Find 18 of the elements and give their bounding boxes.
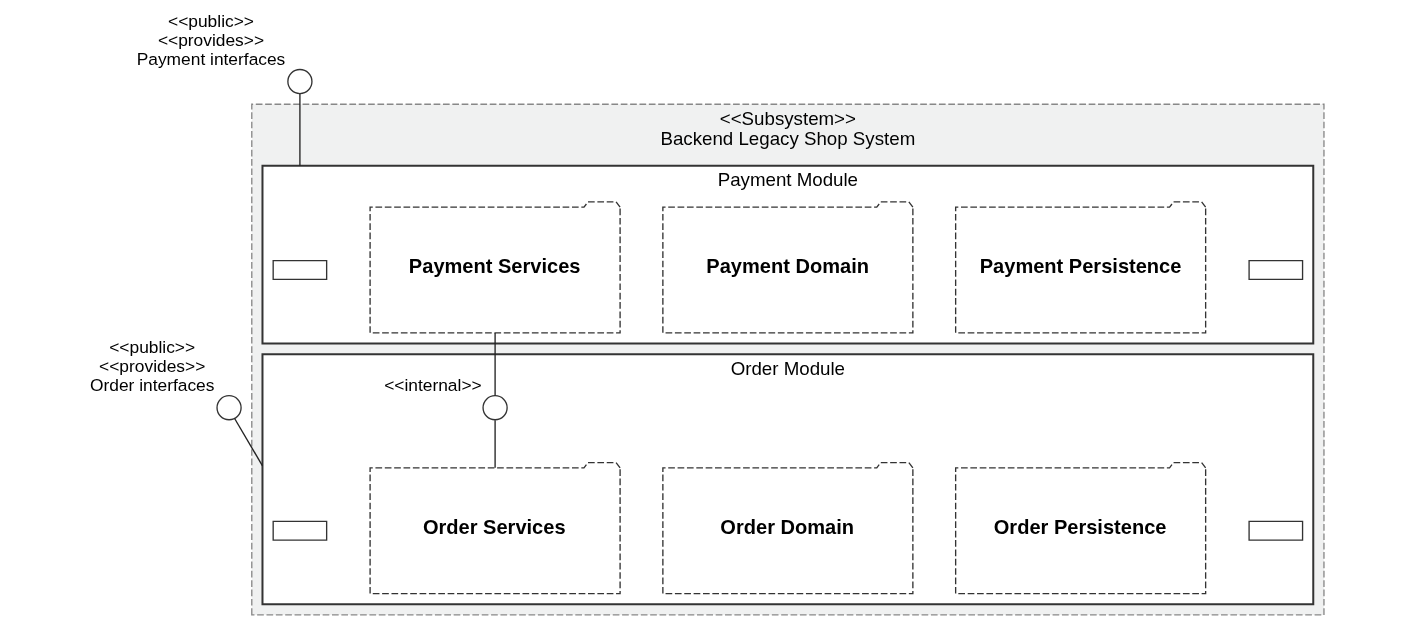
connector	[233, 417, 263, 467]
node-circle	[481, 395, 508, 421]
connector	[493, 419, 496, 469]
node-label: <<provides>>	[157, 29, 264, 50]
node-box	[272, 260, 327, 281]
node-label: <<public>>	[108, 337, 195, 358]
node-label: <<provides>>	[98, 356, 205, 377]
connector	[493, 332, 496, 397]
node-label: Payment interfaces	[136, 48, 285, 69]
node-label: <<internal>>	[383, 374, 482, 395]
node-box	[272, 520, 327, 541]
node-box	[1247, 520, 1303, 541]
connector	[298, 93, 301, 167]
node-circle	[286, 68, 313, 95]
node-circle	[215, 395, 242, 421]
node-label: <<public>>	[167, 11, 254, 32]
node-box	[1247, 260, 1303, 281]
node-label: Order interfaces	[89, 374, 214, 395]
